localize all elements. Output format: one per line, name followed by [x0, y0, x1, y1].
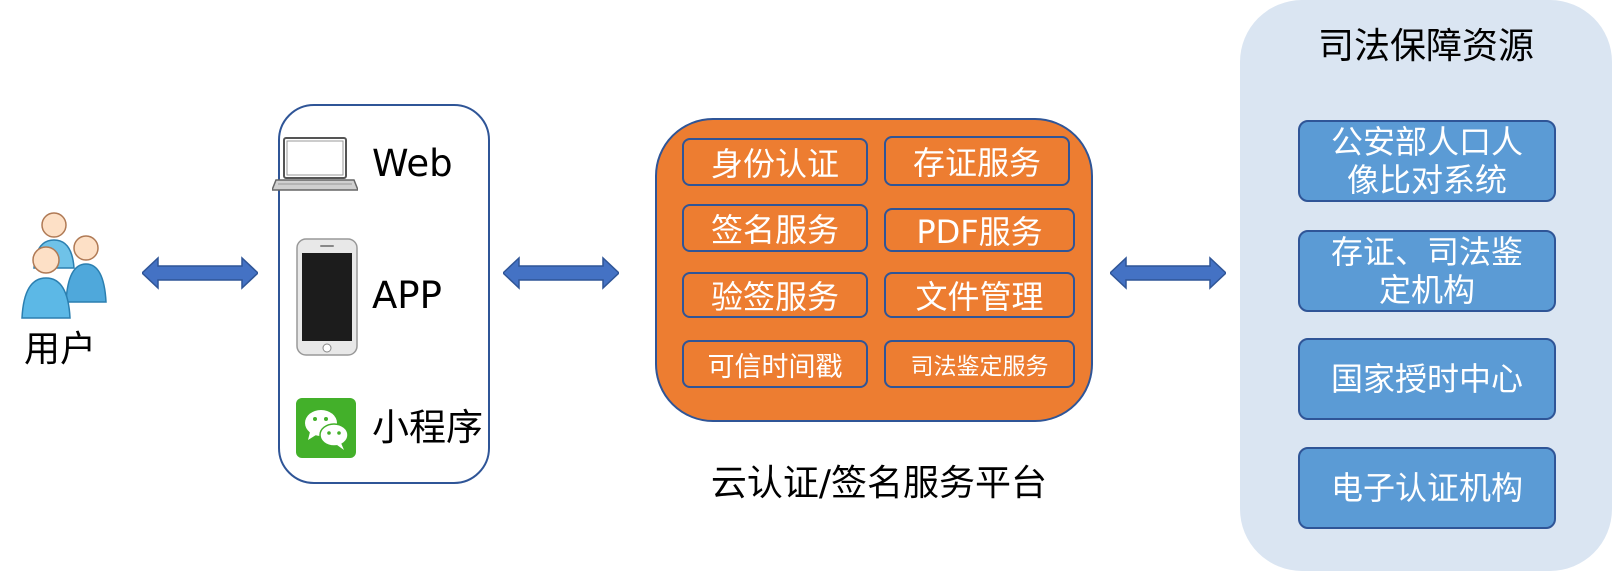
users-node: 用户 — [14, 210, 114, 380]
users-icon — [21, 212, 107, 319]
client-web[interactable]: Web — [272, 134, 488, 204]
clients-box: Web APP 小程序 — [272, 104, 490, 484]
service-timestamp[interactable]: 可信时间戳 — [682, 340, 868, 388]
client-label-miniprogram: 小程序 — [372, 406, 483, 449]
service-evidence[interactable]: 存证服务 — [884, 136, 1070, 186]
client-label-app: APP — [372, 274, 442, 317]
resource-line: 国家授时中心 — [1330, 360, 1523, 398]
platform-caption: 云认证/签名服务平台 — [710, 463, 1048, 504]
resource-population-compare[interactable]: 公安部人口人 像比对系统 — [1298, 120, 1556, 202]
panel-title: 司法保障资源 — [1317, 26, 1534, 67]
service-file-management[interactable]: 文件管理 — [884, 272, 1075, 318]
resource-line: 公安部人口人 — [1330, 123, 1523, 161]
wechat-icon — [296, 398, 356, 458]
resource-line: 定机构 — [1378, 271, 1475, 309]
double-arrow-platform-judicial — [1110, 256, 1226, 290]
service-signature[interactable]: 签名服务 — [682, 204, 868, 252]
service-identity-auth[interactable]: 身份认证 — [682, 138, 868, 186]
client-app[interactable]: APP — [280, 238, 488, 358]
platform-box: 身份认证 存证服务 签名服务 PDF服务 验签服务 文件管理 可信时间戳 司法鉴… — [655, 118, 1093, 422]
service-verify-signature[interactable]: 验签服务 — [682, 272, 868, 318]
double-arrow-clients-platform — [503, 256, 619, 290]
double-arrow-users-clients — [142, 256, 258, 290]
smartphone-icon — [296, 238, 358, 356]
users-label: 用户 — [24, 329, 97, 370]
resource-line: 像比对系统 — [1346, 161, 1507, 199]
judicial-resources-panel: 司法保障资源 公安部人口人 像比对系统 存证、司法鉴 定机构 国家授时中心 电子… — [1240, 0, 1612, 571]
client-label-web: Web — [372, 142, 453, 185]
resource-line: 电子认证机构 — [1330, 469, 1523, 507]
service-judicial-appraisal[interactable]: 司法鉴定服务 — [884, 340, 1075, 388]
resource-line: 存证、司法鉴 — [1330, 233, 1523, 271]
resource-evidence-appraisal[interactable]: 存证、司法鉴 定机构 — [1298, 230, 1556, 312]
laptop-icon — [272, 137, 358, 191]
resource-time-service-center[interactable]: 国家授时中心 — [1298, 338, 1556, 420]
resource-e-certification[interactable]: 电子认证机构 — [1298, 447, 1556, 529]
service-pdf[interactable]: PDF服务 — [884, 208, 1075, 252]
client-miniprogram[interactable]: 小程序 — [280, 398, 488, 458]
